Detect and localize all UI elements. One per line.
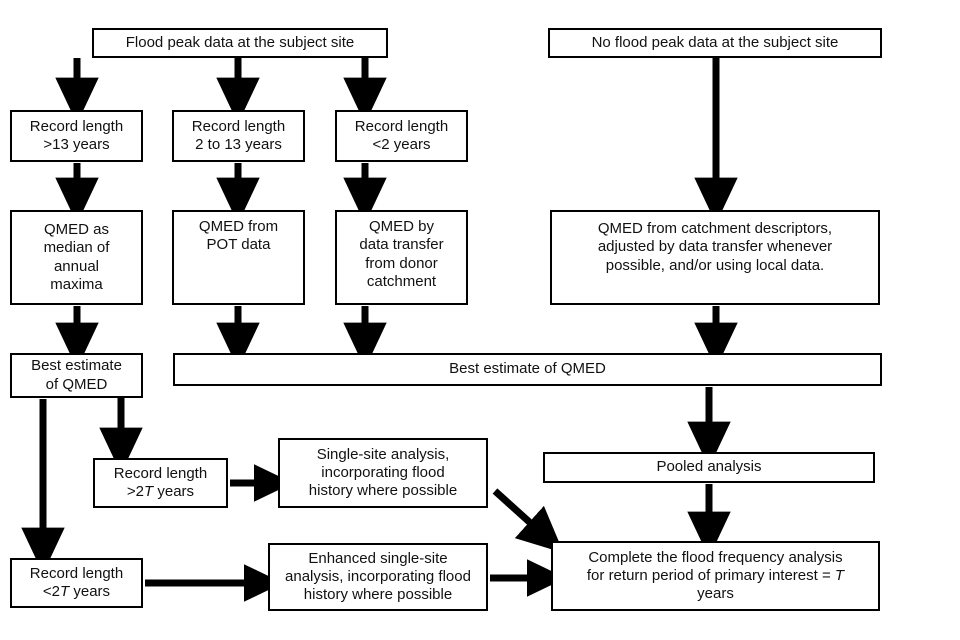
arrow-group-top-split (55, 58, 387, 124)
node-label: QMED as median of annual maxima (43, 220, 110, 293)
node-single-site-analysis[interactable]: Single-site analysis, incorporating floo… (278, 438, 488, 508)
node-label: QMED from catchment descriptors, adjuste… (597, 220, 833, 274)
arrow-group-record-to-qmed (55, 163, 387, 224)
node-record-length-gt2T[interactable]: Record length >2T years (93, 458, 228, 508)
arrow-single-site-to-complete (492, 488, 564, 553)
node-label: No flood peak data at the subject site (591, 33, 839, 51)
node-qmed-from-pot-data[interactable]: QMED from POT data (172, 210, 305, 305)
node-record-length-gt13[interactable]: Record length >13 years (10, 110, 143, 162)
node-best-estimate-qmed-wide[interactable]: Best estimate of QMED (173, 353, 882, 386)
node-label: Best estimate of QMED (31, 357, 122, 393)
variable-T: T (144, 483, 154, 500)
node-flood-peak-data[interactable]: Flood peak data at the subject site (92, 28, 388, 58)
node-label: Record length 2 to 13 years (191, 117, 286, 153)
node-record-length-lt2[interactable]: Record length <2 years (335, 110, 468, 162)
arrow-group-qmed-to-best (55, 306, 738, 369)
node-label: Record length <2 years (354, 117, 449, 153)
node-record-length-2-to-13[interactable]: Record length 2 to 13 years (172, 110, 305, 162)
node-best-estimate-qmed-left[interactable]: Best estimate of QMED (10, 353, 143, 398)
node-record-length-lt2T[interactable]: Record length <2T years (10, 558, 143, 608)
node-label: QMED from POT data (198, 218, 279, 254)
node-label: Enhanced single-site analysis, incorpora… (285, 549, 471, 604)
node-label: Best estimate of QMED (449, 360, 606, 378)
node-qmed-data-transfer-donor[interactable]: QMED by data transfer from donor catchme… (335, 210, 468, 305)
node-label: QMED by data transfer from donor catchme… (359, 218, 444, 290)
node-qmed-catchment-descriptors[interactable]: QMED from catchment descriptors, adjuste… (550, 210, 880, 305)
node-enhanced-single-site-analysis[interactable]: Enhanced single-site analysis, incorpora… (268, 543, 488, 611)
node-qmed-median-annual-maxima[interactable]: QMED as median of annual maxima (10, 210, 143, 305)
variable-T: T (60, 583, 70, 600)
node-no-flood-peak-data[interactable]: No flood peak data at the subject site (548, 28, 882, 58)
node-label: Single-site analysis, incorporating floo… (308, 445, 458, 500)
node-pooled-analysis[interactable]: Pooled analysis (543, 452, 875, 483)
node-label: Record length >2T years (113, 464, 208, 500)
node-label: Complete the flood frequency analysis fo… (586, 548, 845, 603)
node-label: Flood peak data at the subject site (125, 33, 355, 51)
node-label: Record length >13 years (29, 117, 124, 153)
variable-T: T (834, 566, 845, 584)
node-label: Pooled analysis (656, 458, 762, 476)
node-complete-flood-frequency-analysis[interactable]: Complete the flood frequency analysis fo… (551, 541, 880, 611)
node-label: Record length <2T years (29, 564, 124, 600)
